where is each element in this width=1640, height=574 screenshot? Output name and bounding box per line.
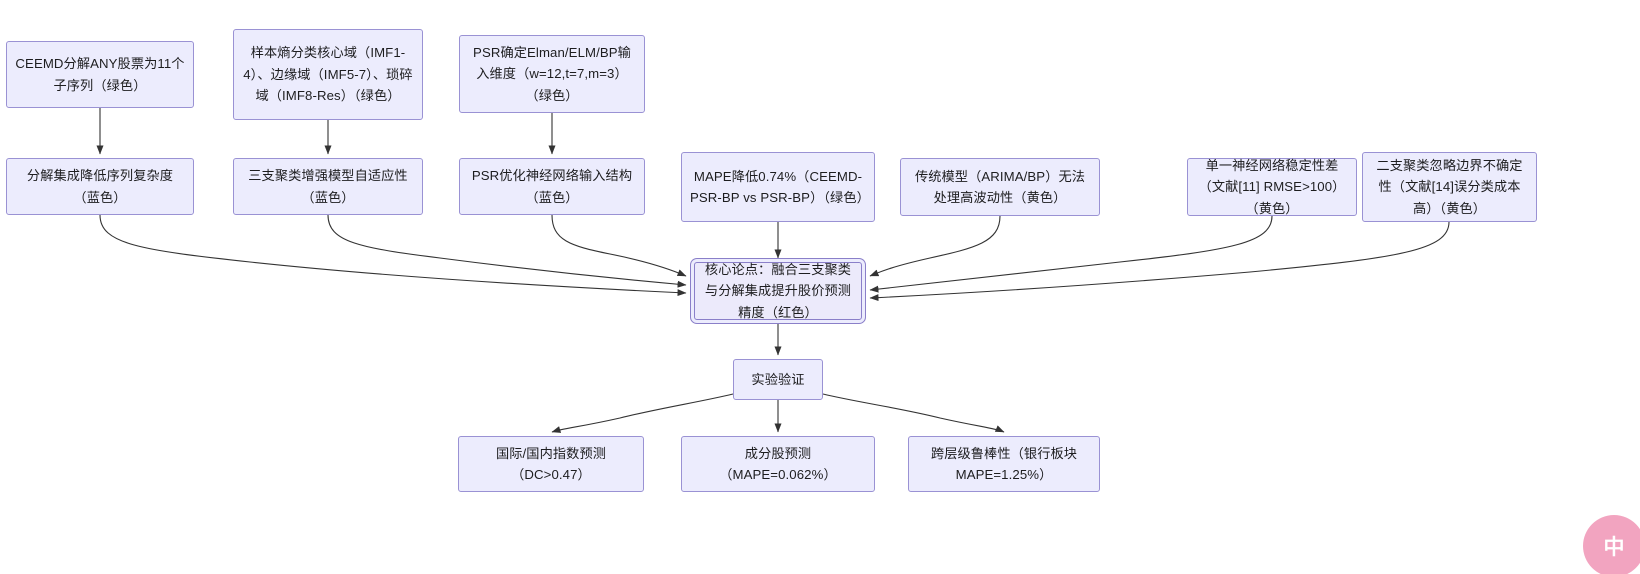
watermark-badge: 中: [1583, 515, 1640, 574]
edge-n4-core: [99, 214, 687, 297]
edge-n12-n13: [551, 393, 734, 433]
watermark-label: 中: [1603, 536, 1625, 559]
node-label: 样本熵分类核心域（IMF1-4）、边缘域（IMF5-7）、琐碎域（IMF8-Re…: [243, 45, 413, 104]
edge-n5-core: [327, 214, 687, 288]
node-three-way-clustering-adaptivity[interactable]: 三支聚类增强模型自适应性（蓝色）: [233, 158, 423, 215]
node-label: 跨层级鲁棒性（银行板块MAPE=1.25%）: [930, 445, 1078, 482]
node-label: 国际/国内指数预测（DC>0.47）: [495, 445, 607, 482]
node-label: CEEMD分解ANY股票为11个子序列（绿色）: [15, 56, 185, 93]
node-label: 分解集成降低序列复杂度（蓝色）: [26, 168, 174, 205]
node-psr-input-dimension[interactable]: PSR确定Elman/ELM/BP输入维度（w=12,t=7,m=3）（绿色）: [459, 35, 645, 113]
node-experiment-validation[interactable]: 实验验证: [733, 359, 823, 400]
node-label: 实验验证: [751, 371, 805, 387]
edge-n9-core: [869, 215, 1273, 293]
edge-n12-n15: [822, 393, 1005, 433]
node-constituent-stock-prediction[interactable]: 成分股预测（MAPE=0.062%）: [681, 436, 875, 492]
node-cross-layer-robustness[interactable]: 跨层级鲁棒性（银行板块MAPE=1.25%）: [908, 436, 1100, 492]
node-two-way-clustering-limit[interactable]: 二支聚类忽略边界不确定性（文献[14]误分类成本高）（黄色）: [1362, 152, 1537, 222]
node-core-thesis[interactable]: 核心论点：融合三支聚类与分解集成提升股价预测精度（红色）: [694, 262, 862, 320]
node-index-prediction[interactable]: 国际/国内指数预测（DC>0.47）: [458, 436, 644, 492]
node-reduce-complexity[interactable]: 分解集成降低序列复杂度（蓝色）: [6, 158, 194, 215]
node-label: MAPE降低0.74%（CEEMD-PSR-BP vs PSR-BP）（绿色）: [690, 168, 870, 205]
node-single-nn-instability[interactable]: 单一神经网络稳定性差（文献[11] RMSE>100）（黄色）: [1187, 158, 1357, 216]
node-traditional-model-limit[interactable]: 传统模型（ARIMA/BP）无法处理高波动性（黄色）: [900, 158, 1100, 216]
node-psr-optimize-structure[interactable]: PSR优化神经网络输入结构（蓝色）: [459, 158, 645, 215]
node-label: 传统模型（ARIMA/BP）无法处理高波动性（黄色）: [914, 168, 1086, 205]
node-label: PSR优化神经网络输入结构（蓝色）: [471, 168, 633, 205]
node-label: 成分股预测（MAPE=0.062%）: [719, 445, 837, 482]
node-label: 单一神经网络稳定性差（文献[11] RMSE>100）（黄色）: [1198, 157, 1346, 216]
node-label: 三支聚类增强模型自适应性（蓝色）: [248, 168, 408, 205]
edge-n8-core: [869, 215, 1001, 277]
node-label: PSR确定Elman/ELM/BP输入维度（w=12,t=7,m=3）（绿色）: [473, 44, 631, 103]
node-mape-reduction[interactable]: MAPE降低0.74%（CEEMD-PSR-BP vs PSR-BP）（绿色）: [681, 152, 875, 222]
edge-n10-core: [869, 221, 1450, 302]
node-label: 核心论点：融合三支聚类与分解集成提升股价预测精度（红色）: [704, 261, 852, 320]
node-label: 二支聚类忽略边界不确定性（文献[14]误分类成本高）（黄色）: [1376, 157, 1523, 216]
node-sample-entropy-classify[interactable]: 样本熵分类核心域（IMF1-4）、边缘域（IMF5-7）、琐碎域（IMF8-Re…: [233, 29, 423, 120]
edge-n6-core: [551, 214, 687, 277]
node-ceemd-decompose[interactable]: CEEMD分解ANY股票为11个子序列（绿色）: [6, 41, 194, 108]
